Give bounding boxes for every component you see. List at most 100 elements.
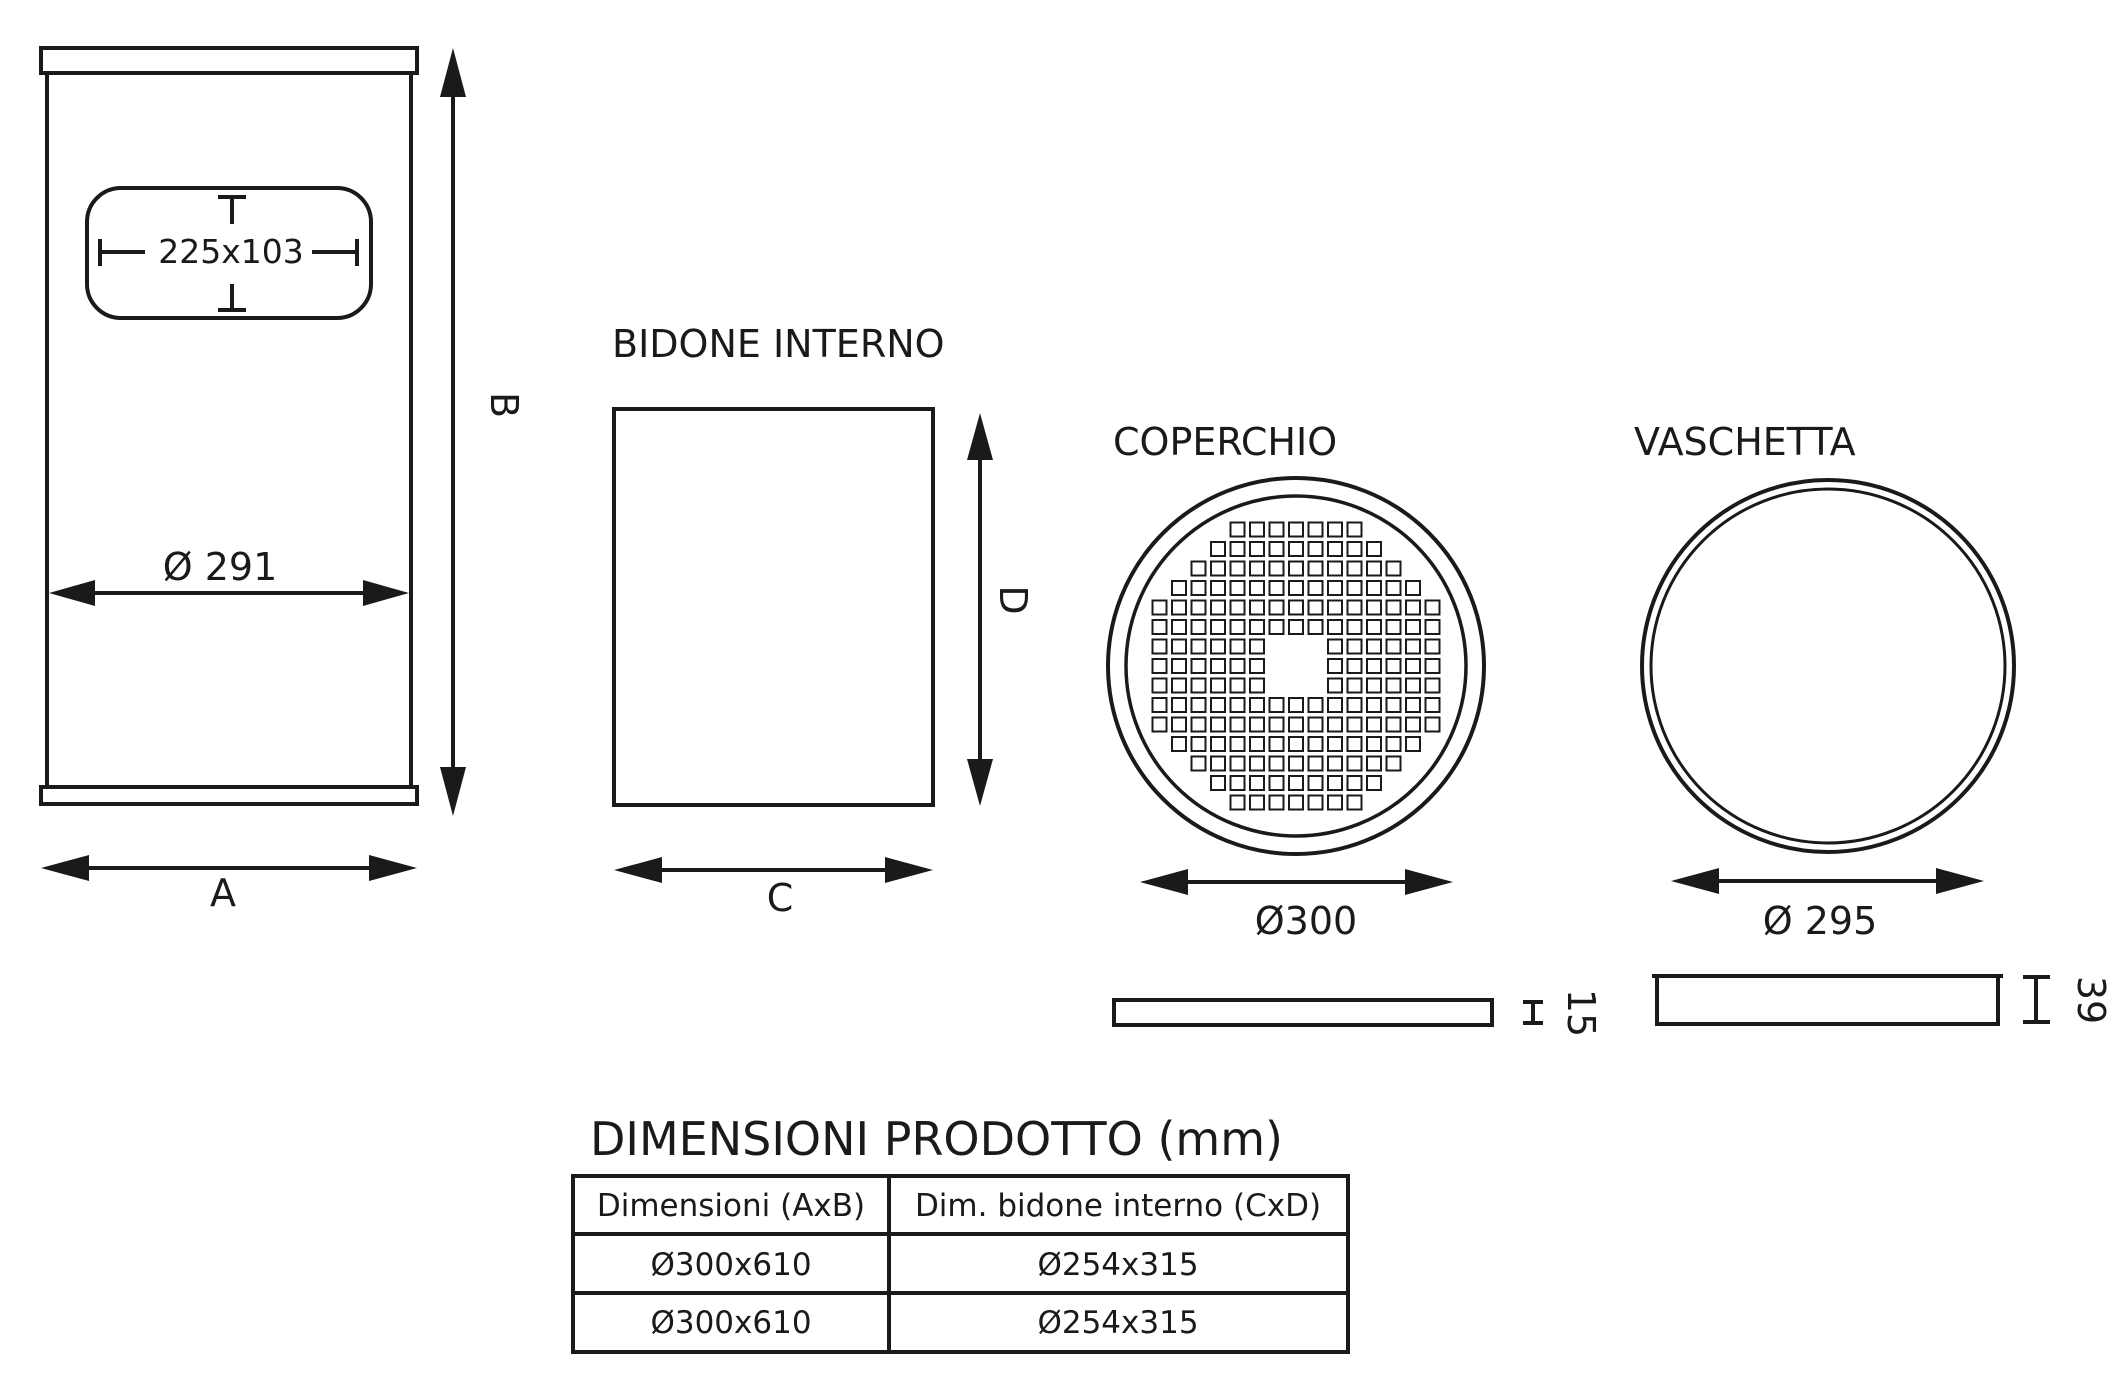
outer-bin-width-label: A xyxy=(210,871,236,915)
lid-inner-circle xyxy=(1124,494,1468,838)
lid-grid-cell xyxy=(1210,755,1226,772)
lid-grid-cell xyxy=(1268,716,1285,733)
lid-grid-cell xyxy=(1307,716,1324,733)
lid-grid-cell xyxy=(1190,755,1207,772)
lid-grid-cell xyxy=(1346,619,1363,635)
outer-bin-body xyxy=(45,71,413,789)
lid-grid-cell xyxy=(1307,736,1324,752)
lid-grid-cell xyxy=(1288,541,1304,557)
lid-grid-cell xyxy=(1210,560,1226,577)
lid-grid-cell xyxy=(1229,736,1246,752)
dimensions-table: DIMENSIONI PRODOTTO (mm) Dimensioni (AxB… xyxy=(571,1112,1350,1354)
table-cell: Ø254x315 xyxy=(1037,1247,1198,1283)
lid-grid-cell xyxy=(1229,794,1246,811)
lid-grid-cell xyxy=(1385,638,1402,655)
lid-grid-cell xyxy=(1405,599,1421,616)
lid-grid-cell xyxy=(1190,560,1207,577)
lid-grid-cell xyxy=(1327,658,1343,674)
lid-grid-cell xyxy=(1385,677,1402,694)
outer-bin-bottom-rim xyxy=(39,785,419,806)
lid-grid-cell xyxy=(1307,755,1324,772)
lid-grid-cell xyxy=(1346,638,1363,655)
lid-grid-cell xyxy=(1346,521,1363,538)
lid-grid-cell xyxy=(1268,755,1285,772)
lid-grid-cell xyxy=(1190,716,1207,733)
lid-grid-cell xyxy=(1366,560,1382,577)
lid-grid-cell xyxy=(1171,697,1187,713)
lid-grid-cell xyxy=(1366,697,1382,713)
lid-grid-cell xyxy=(1346,736,1363,752)
lid-grid-cell xyxy=(1385,658,1402,674)
lid-grid-cell xyxy=(1366,677,1382,694)
lid-grid-cell xyxy=(1229,755,1246,772)
lid-grid-cell xyxy=(1190,697,1207,713)
lid-thickness-label: 15 xyxy=(1559,989,1603,1037)
lid-grid-cell xyxy=(1385,736,1402,752)
lid-grid-cell xyxy=(1229,677,1246,694)
lid-grid-cell xyxy=(1385,619,1402,635)
lid-grid-cell xyxy=(1385,755,1402,772)
lid-grid-cell xyxy=(1424,677,1441,694)
lid-grid-pattern xyxy=(1151,521,1441,811)
lid-grid-cell xyxy=(1210,599,1226,616)
lid-grid-cell xyxy=(1171,599,1187,616)
lid-grid-cell xyxy=(1171,736,1187,752)
lid-grid-cell xyxy=(1210,638,1226,655)
lid-outer-circle xyxy=(1106,476,1486,856)
lid-grid-cell xyxy=(1229,638,1246,655)
inner-bin-view: BIDONE INTERNO C D xyxy=(612,322,1035,920)
tray-height-label: 39 xyxy=(2069,976,2113,1024)
lid-grid-cell xyxy=(1249,716,1265,733)
lid-grid-cell xyxy=(1327,638,1343,655)
lid-grid-cell xyxy=(1229,716,1246,733)
lid-grid-cell xyxy=(1151,716,1168,733)
lid-grid-cell xyxy=(1190,619,1207,635)
lid-grid-cell xyxy=(1405,697,1421,713)
lid-grid-cell xyxy=(1171,619,1187,635)
lid-grid-cell xyxy=(1229,521,1246,538)
lid-grid-cell xyxy=(1190,638,1207,655)
table-cell: Ø300x610 xyxy=(650,1247,811,1283)
outer-bin-opening xyxy=(85,186,373,320)
lid-grid-cell xyxy=(1327,541,1343,557)
inner-bin-title: BIDONE INTERNO xyxy=(612,322,945,366)
lid-grid-cell xyxy=(1171,716,1187,733)
lid-grid-cell xyxy=(1249,521,1265,538)
lid-grid-cell xyxy=(1210,541,1226,557)
lid-grid-cell xyxy=(1268,775,1285,791)
lid-grid-cell xyxy=(1307,697,1324,713)
lid-grid-cell xyxy=(1288,697,1304,713)
lid-grid-cell xyxy=(1346,697,1363,713)
lid-grid-cell xyxy=(1249,736,1265,752)
table-cell: Ø300x610 xyxy=(650,1305,811,1341)
lid-grid-cell xyxy=(1385,580,1402,596)
lid-grid-cell xyxy=(1366,599,1382,616)
lid-grid-cell xyxy=(1268,521,1285,538)
lid-grid-cell xyxy=(1405,716,1421,733)
lid-grid-cell xyxy=(1229,599,1246,616)
inner-bin-width-label: C xyxy=(767,876,794,920)
lid-grid-cell xyxy=(1151,697,1168,713)
lid-grid-cell xyxy=(1346,794,1363,811)
lid-grid-cell xyxy=(1210,736,1226,752)
lid-grid-cell xyxy=(1190,599,1207,616)
lid-grid-cell xyxy=(1327,677,1343,694)
tray-outer-circle xyxy=(1640,478,2016,854)
lid-grid-cell xyxy=(1229,560,1246,577)
lid-grid-cell xyxy=(1190,580,1207,596)
lid-grid-cell xyxy=(1288,521,1304,538)
lid-grid-cell xyxy=(1346,677,1363,694)
lid-grid-cell xyxy=(1288,580,1304,596)
lid-grid-cell xyxy=(1366,541,1382,557)
outer-bin-diameter-label: Ø 291 xyxy=(163,545,278,589)
lid-grid-cell xyxy=(1424,619,1441,635)
lid-grid-cell xyxy=(1327,736,1343,752)
lid-grid-cell xyxy=(1366,755,1382,772)
lid-grid-cell xyxy=(1366,716,1382,733)
outer-bin-opening-label: 225x103 xyxy=(158,232,304,271)
lid-grid-cell xyxy=(1327,716,1343,733)
lid-grid-cell xyxy=(1171,677,1187,694)
inner-bin-height-label: D xyxy=(991,585,1035,614)
lid-grid-cell xyxy=(1385,716,1402,733)
